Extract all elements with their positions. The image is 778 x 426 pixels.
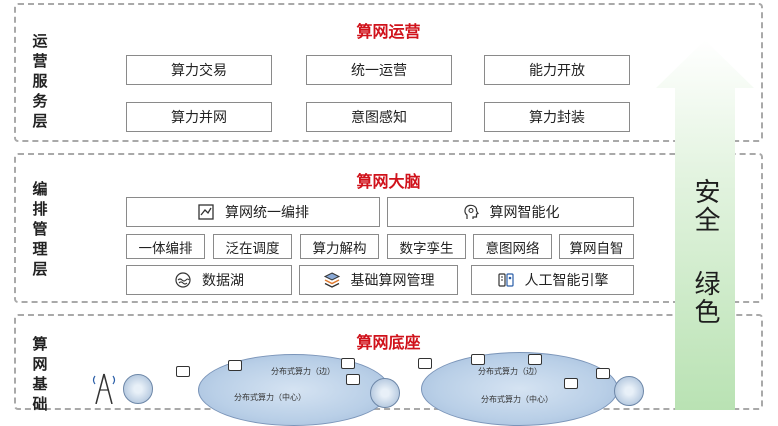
- security-green-arrow: [656, 40, 754, 410]
- router-icon: [123, 374, 153, 404]
- compute-cloud-left: [198, 354, 390, 426]
- base-layer-title: 算网底座: [356, 333, 421, 352]
- server-icon: [528, 354, 542, 365]
- server-icon: [228, 360, 242, 371]
- brain-intelligent: 算网智能化: [387, 197, 634, 227]
- brain-data-lake: 数据湖: [126, 265, 292, 295]
- server-icon: [564, 378, 578, 389]
- brain-item-intent-net: 意图网络: [473, 234, 552, 259]
- brain-layer-title: 算网大脑: [356, 172, 421, 191]
- server-icon: [418, 358, 432, 369]
- radio-tower-icon: [92, 373, 116, 404]
- cloud-left-center-label: 分布式算力（中心）: [234, 393, 306, 402]
- brain-item-deconstruct: 算力解构: [300, 234, 379, 259]
- ai-engine-icon: [497, 273, 514, 287]
- cloud-left-edge-label: 分布式算力（边）: [271, 367, 335, 376]
- brain-data-lake-label: 数据湖: [202, 273, 244, 289]
- ops-layer-label: 运营服务层: [32, 32, 48, 130]
- brain-basic-management-label: 基础算网管理: [350, 273, 435, 289]
- orchestration-icon: [198, 204, 214, 220]
- server-icon: [471, 354, 485, 365]
- ops-item-intent: 意图感知: [306, 102, 452, 132]
- ops-item-package: 算力封装: [484, 102, 630, 132]
- brain-layer-label: 编排管理层: [32, 180, 48, 278]
- brain-intelligent-label: 算网智能化: [489, 205, 560, 221]
- brain-unified-orchestration-label: 算网统一编排: [225, 205, 309, 221]
- server-icon: [176, 366, 190, 377]
- green-label: 绿色: [690, 270, 720, 326]
- ops-item-grid: 算力并网: [126, 102, 272, 132]
- infrastructure-layer: 算网基础 算网底座 分布式算力（边） 分布式算力（中心） 分布式算力（边） 分布…: [14, 314, 763, 426]
- server-icon: [596, 368, 610, 379]
- ops-item-open: 能力开放: [484, 55, 630, 85]
- brain-ai-engine: 人工智能引擎: [471, 265, 634, 295]
- server-icon: [346, 374, 360, 385]
- ai-head-icon: [463, 204, 479, 219]
- ops-item-unified: 统一运营: [306, 55, 452, 85]
- server-icon: [341, 358, 355, 369]
- router-icon: [614, 376, 644, 406]
- brain-item-twin: 数字孪生: [387, 234, 466, 259]
- brain-ai-engine-label: 人工智能引擎: [524, 273, 609, 289]
- brain-item-scheduling: 泛在调度: [213, 234, 292, 259]
- ops-item-trading: 算力交易: [126, 55, 272, 85]
- orchestration-layer: 编排管理层 算网大脑 算网统一编排 算网智能化 一体编排 泛在调度 算力解构 数…: [14, 153, 763, 303]
- brain-basic-management: 基础算网管理: [299, 265, 458, 295]
- layers-icon: [323, 272, 340, 288]
- brain-unified-orchestration: 算网统一编排: [126, 197, 380, 227]
- cloud-right-edge-label: 分布式算力（边）: [478, 367, 542, 376]
- brain-item-autonomous: 算网自智: [559, 234, 634, 259]
- security-label: 安全: [690, 178, 720, 234]
- data-lake-icon: [175, 272, 191, 288]
- brain-item-integrated: 一体编排: [126, 234, 205, 259]
- ops-layer-title: 算网运营: [356, 22, 421, 41]
- compute-cloud-right: [421, 352, 618, 426]
- ops-service-layer: 运营服务层 算网运营 算力交易 统一运营 能力开放 算力并网 意图感知 算力封装: [14, 3, 763, 142]
- router-icon: [370, 378, 400, 408]
